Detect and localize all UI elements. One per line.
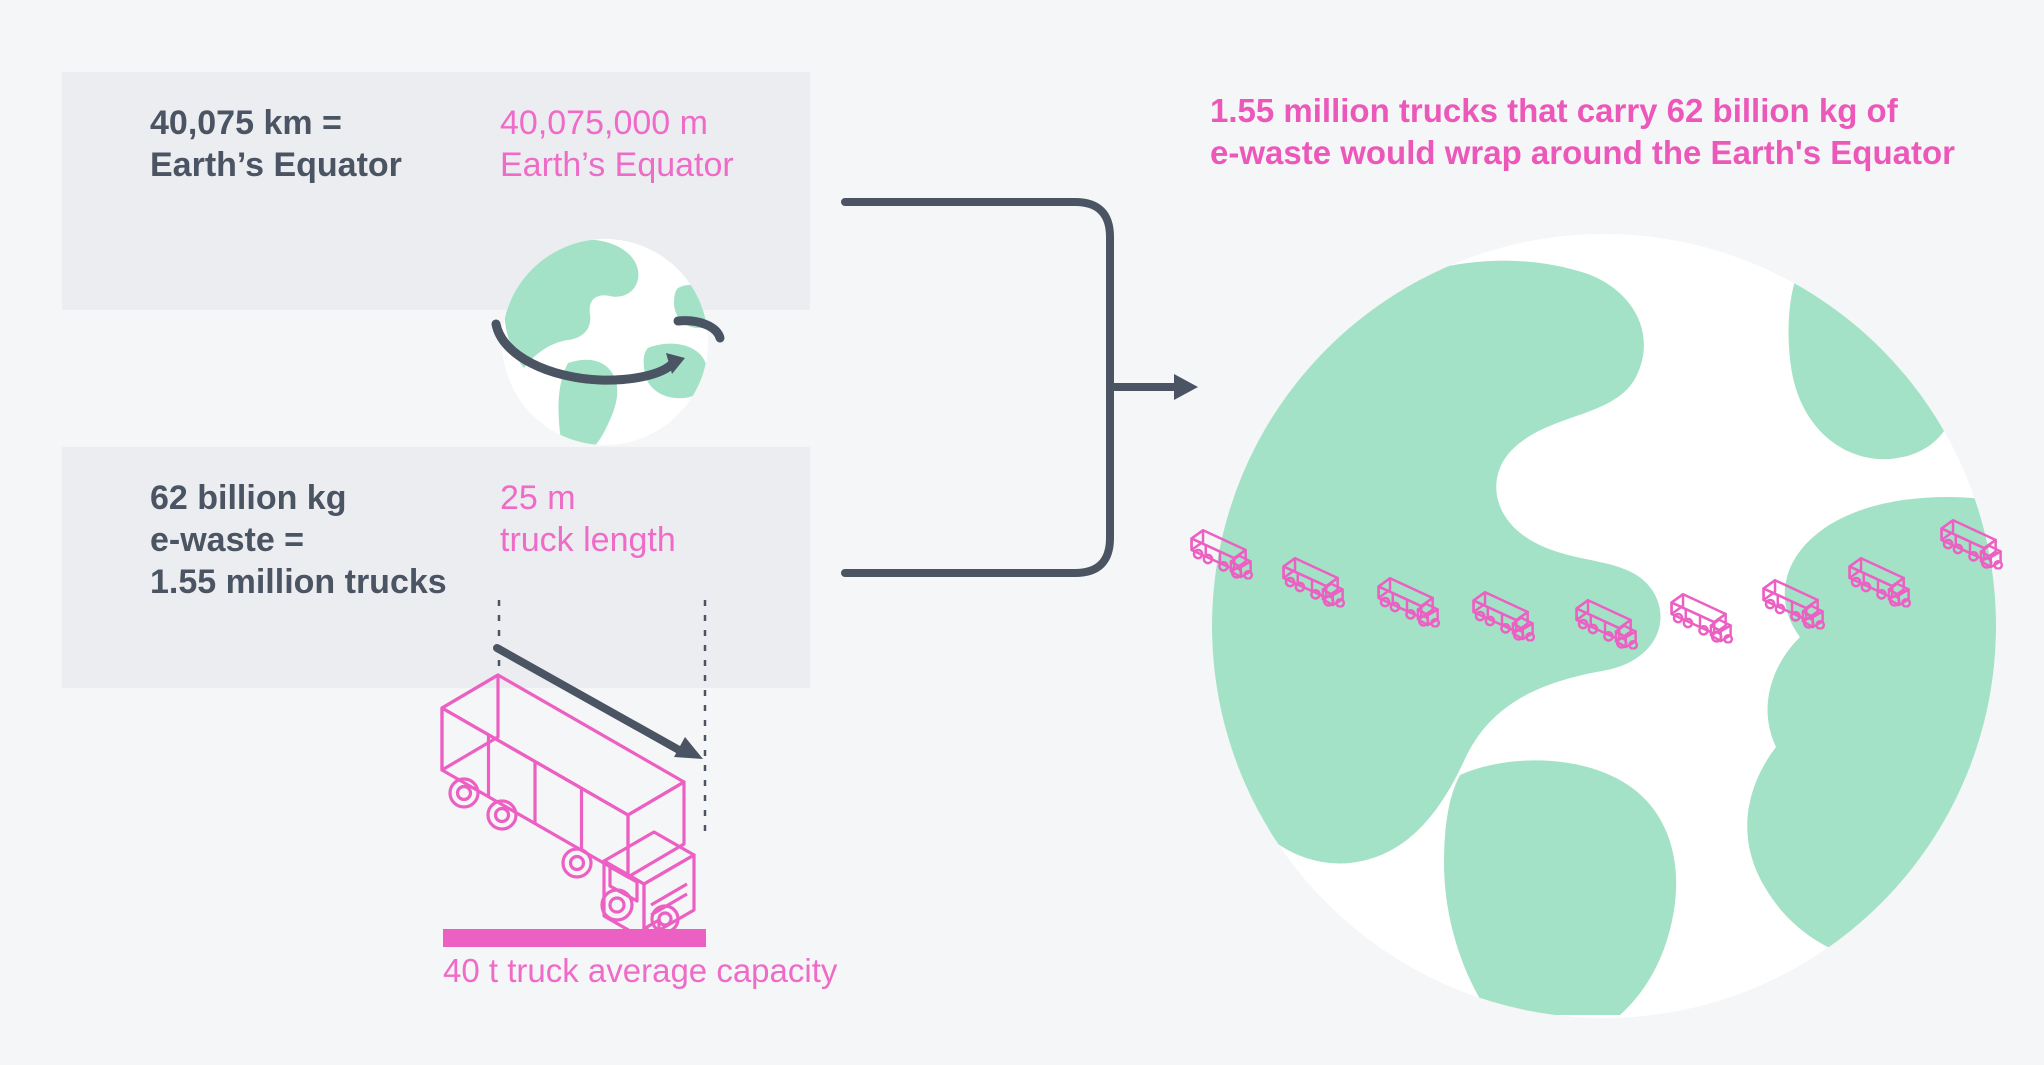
- orbit-arrow-icon: [491, 316, 725, 385]
- panel-ewaste: 62 billion kg e-waste = 1.55 million tru…: [62, 447, 810, 688]
- headline-line1: 1.55 million trucks that carry 62 billio…: [1210, 92, 1898, 129]
- ewaste-fact-dark-line3: 1.55 million trucks: [150, 563, 447, 601]
- panel-equator: 40,075 km = Earth’s Equator 40,075,000 m…: [62, 72, 810, 310]
- ewaste-fact-pink: 25 m truck length: [500, 477, 676, 561]
- merge-bracket-icon: [841, 198, 1198, 577]
- ewaste-fact-dark-line2: e-waste =: [150, 521, 305, 559]
- ewaste-fact-pink-line1: 25 m: [500, 479, 576, 517]
- ewaste-fact-dark: 62 billion kg e-waste = 1.55 million tru…: [150, 477, 447, 603]
- diagonal-length-arrow-icon: [493, 644, 703, 759]
- truck-length-figure: [440, 600, 707, 941]
- equator-fact-pink-line1: 40,075,000 m: [500, 104, 708, 142]
- equator-fact-dark-line2: Earth’s Equator: [150, 146, 402, 184]
- equator-truck-line: [1190, 234, 2004, 1018]
- headline-line2: e-waste would wrap around the Earth's Eq…: [1210, 134, 1955, 171]
- equator-fact-pink: 40,075,000 m Earth’s Equator: [500, 102, 734, 186]
- ewaste-fact-dark-line1: 62 billion kg: [150, 479, 347, 517]
- ewaste-fact-pink-line2: truck length: [500, 521, 676, 559]
- truck-capacity-caption: 40 t truck average capacity: [443, 952, 838, 989]
- truck-length-guide-lines: [497, 600, 707, 837]
- earth-land-shapes: [1212, 260, 1996, 1015]
- truck-capacity-bar: [443, 929, 706, 947]
- headline: 1.55 million trucks that carry 62 billio…: [1210, 90, 1955, 174]
- equator-fact-pink-line2: Earth’s Equator: [500, 146, 734, 184]
- right-arrow-icon: [1106, 374, 1198, 400]
- equator-fact-dark: 40,075 km = Earth’s Equator: [150, 102, 402, 186]
- globe-orbit-illustration: [491, 239, 725, 445]
- equator-fact-dark-line1: 40,075 km =: [150, 104, 342, 142]
- truck-icon: [440, 673, 696, 941]
